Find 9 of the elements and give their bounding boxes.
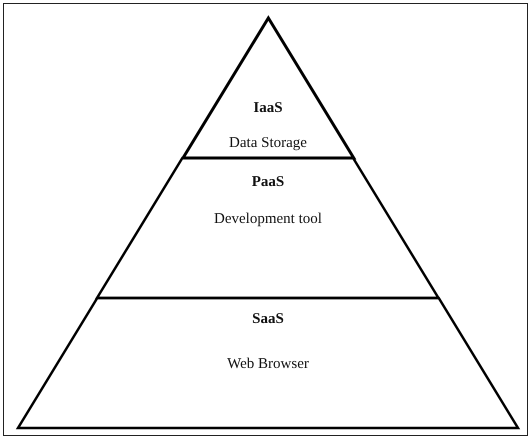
pyramid-tier [18,298,518,428]
tier-heading: PaaS [250,174,286,191]
tier-description: Development tool [213,211,323,228]
tier-heading: SaaS [251,311,285,328]
tier-description: Data Storage [228,135,308,152]
tier-description: Web Browser [226,356,310,373]
tier-heading: IaaS [252,100,284,117]
pyramid-tier [97,158,439,298]
pyramid-tier [182,18,354,158]
